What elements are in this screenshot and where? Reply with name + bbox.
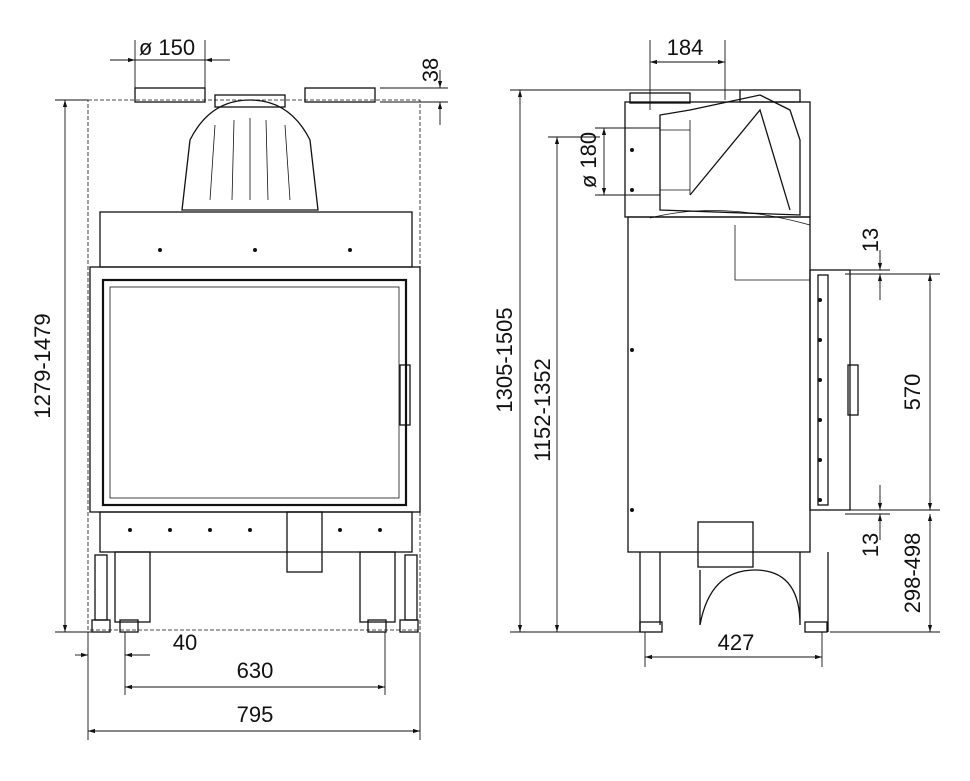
door-top-gap-label: 13 [858,228,883,252]
front-dimensions: ø 150 38 1279-1479 40 630 795 [30,35,448,740]
front-view [87,87,421,633]
side-dimensions: 184 ø 180 1305-1505 1152-1352 13 13 570 … [492,35,940,667]
total-height-label: 1279-1479 [30,313,55,418]
door-base-height-label: 298-498 [900,533,925,614]
air-inlet-diameter-label: ø 180 [576,132,601,188]
leg-offset-label: 40 [173,630,197,655]
glass-door [101,278,408,507]
side-view [624,89,859,633]
door-handle-side [847,364,859,416]
side-total-height-label: 1305-1505 [492,307,517,412]
inner-width-label: 630 [237,658,274,683]
flue-collector [181,99,319,211]
flue-offset-label: 184 [667,35,704,60]
door-height-label: 570 [900,374,925,411]
flue-diameter-label: ø 150 [139,35,195,60]
door-frame [89,266,421,513]
collar-height-label: 38 [418,58,443,82]
total-width-label: 795 [237,702,274,727]
depth-label: 427 [718,630,755,655]
door-bottom-gap-label: 13 [858,533,883,557]
door-side [809,269,851,511]
door-handle [399,364,411,426]
flue-height-label: 1152-1352 [530,358,555,462]
